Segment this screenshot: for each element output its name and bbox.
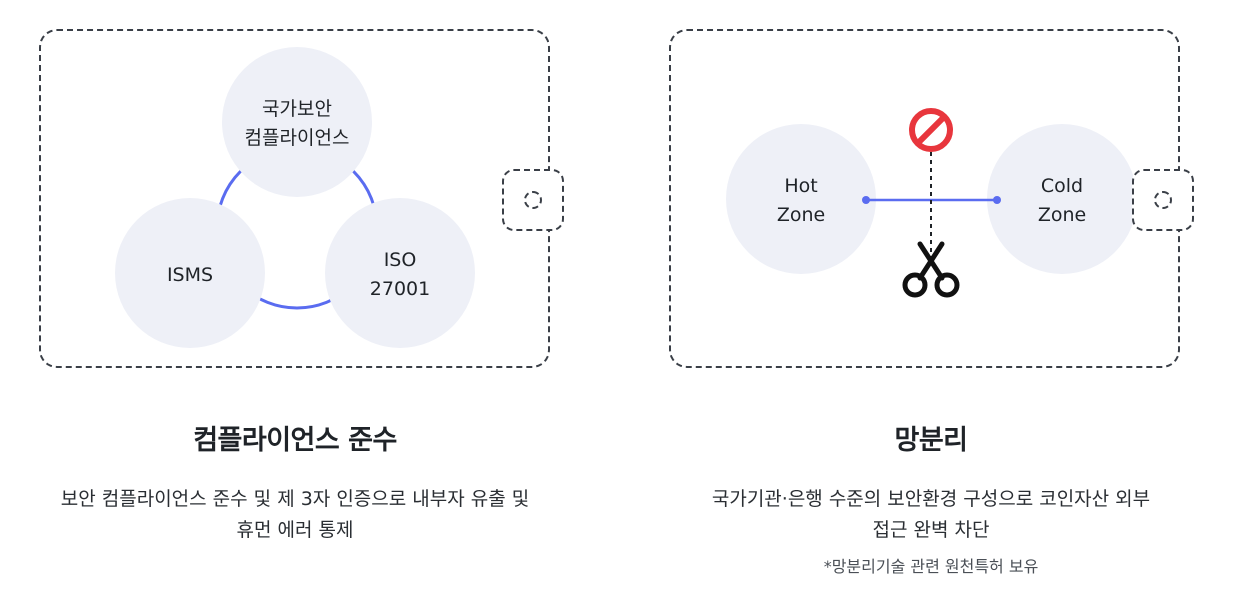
hot-zone-line2: Zone	[777, 204, 825, 226]
circle-isms: ISMS	[115, 198, 265, 348]
prohibited-icon	[909, 108, 953, 152]
circle-iso27001: ISO 27001	[325, 198, 475, 348]
hot-zone-line1: Hot	[784, 175, 817, 197]
separation-title: 망분리	[894, 425, 968, 456]
cold-zone-line2: Zone	[1038, 204, 1086, 226]
compliance-description: 보안 컴플라이언스 준수 및 제 3자 인증으로 내부자 유출 및 휴먼 에러 …	[15, 484, 575, 546]
circle-national-compliance: 국가보안 컴플라이언스	[222, 47, 372, 197]
circle-top-line2: 컴플라이언스	[245, 127, 350, 149]
compliance-desc-line2: 휴먼 에러 통제	[236, 519, 354, 541]
circle-hot-zone: Hot Zone	[726, 124, 876, 274]
separation-description: 국가기관·은행 수준의 보안환경 구성으로 코인자산 외부 접근 완벽 차단	[651, 484, 1211, 546]
card-tab	[502, 169, 564, 231]
expand-tab-icon	[524, 191, 542, 209]
circle-cold-zone: Cold Zone	[987, 124, 1137, 274]
separation-desc-line2: 접근 완벽 차단	[872, 519, 990, 541]
compliance-desc-line1: 보안 컴플라이언스 준수 및 제 3자 인증으로 내부자 유출 및	[60, 488, 530, 510]
separation-card	[669, 29, 1194, 368]
expand-tab-icon	[1154, 191, 1172, 209]
circle-right-line1: ISO	[384, 249, 417, 271]
cold-zone-line1: Cold	[1041, 175, 1083, 197]
circle-top-line1: 국가보안	[262, 98, 332, 120]
compliance-card	[39, 29, 564, 368]
scissors-icon	[902, 241, 960, 298]
circle-left-label: ISMS	[167, 264, 213, 286]
circle-right-line2: 27001	[370, 278, 430, 300]
patent-note: *망분리기술 관련 원천특허 보유	[823, 557, 1039, 576]
separation-desc-line1: 국가기관·은행 수준의 보안환경 구성으로 코인자산 외부	[711, 488, 1151, 510]
compliance-title: 컴플라이언스 준수	[193, 425, 397, 456]
card-tab	[1132, 169, 1194, 231]
